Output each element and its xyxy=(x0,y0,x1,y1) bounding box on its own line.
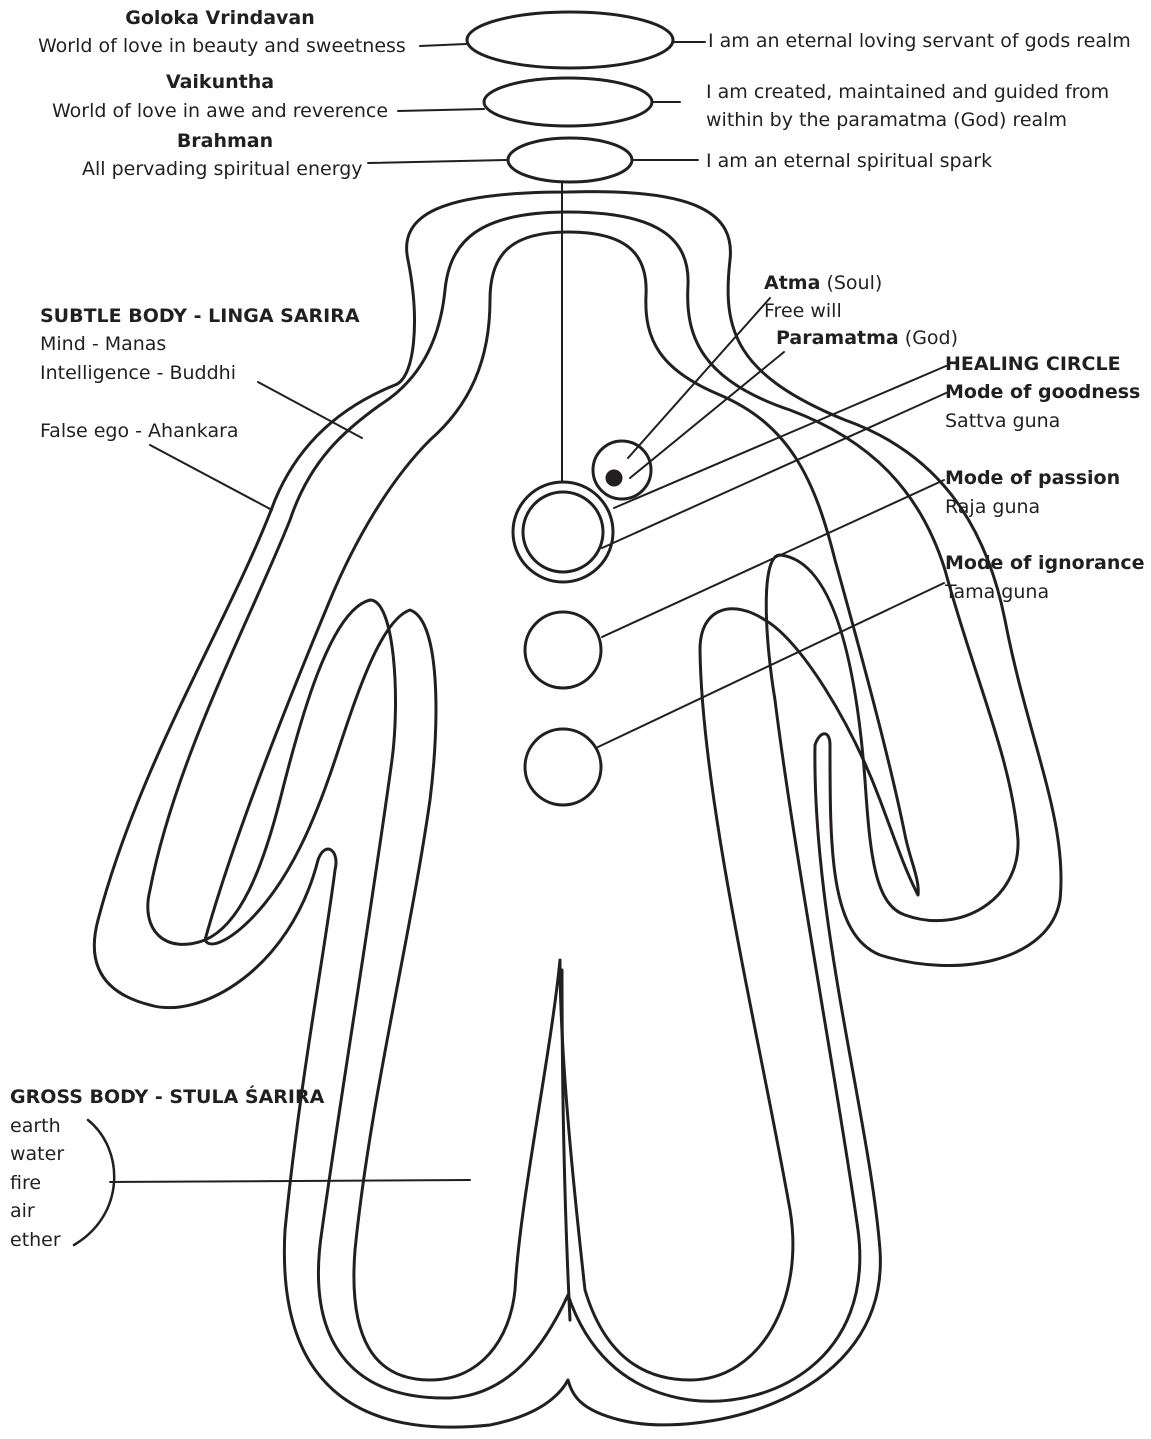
gross-element-water: water xyxy=(10,1142,64,1166)
ignorance-subtitle: Tama guna xyxy=(945,580,1049,604)
gross-body-leader xyxy=(110,1180,470,1182)
goodness-subtitle: Sattva guna xyxy=(945,409,1060,433)
ignorance-title: Mode of ignorance xyxy=(945,551,1145,575)
atma-label-rest: (Soul) xyxy=(820,272,882,294)
gross-body-title: GROSS BODY - STULA ŚARIRA xyxy=(10,1085,324,1109)
paramatma-leader xyxy=(630,352,784,478)
vaikuntha-ellipse xyxy=(484,78,652,126)
goloka-statement: I am an eternal loving servant of gods r… xyxy=(708,29,1131,53)
gross-element-air: air xyxy=(10,1199,35,1223)
healing-circle-label: HEALING CIRCLE xyxy=(945,352,1121,376)
passion-title: Mode of passion xyxy=(945,466,1120,490)
goodness-circle xyxy=(523,492,603,572)
goloka-title: Goloka Vrindavan xyxy=(90,6,350,30)
goodness-title: Mode of goodness xyxy=(945,380,1140,404)
passion-leader xyxy=(602,480,944,637)
brahman-subtitle: All pervading spiritual energy xyxy=(82,157,363,181)
free-will-label: Free will xyxy=(764,299,842,323)
brahman-statement: I am an eternal spiritual spark xyxy=(706,149,992,173)
subtle-body-title: SUBTLE BODY - LINGA SARIRA xyxy=(40,304,360,328)
atma-circle xyxy=(593,441,651,499)
atma-leader xyxy=(628,298,770,458)
atma-label: Atma (Soul) xyxy=(764,271,882,295)
vaikuntha-statement-line2: within by the paramatma (God) realm xyxy=(706,108,1067,132)
vaikuntha-left-leader xyxy=(398,109,484,111)
goloka-subtitle: World of love in beauty and sweetness xyxy=(38,34,406,58)
ignorance-leader xyxy=(598,583,944,747)
subtle-body-item-mind: Mind - Manas xyxy=(40,332,166,356)
goloka-left-leader xyxy=(420,44,466,46)
gross-element-earth: earth xyxy=(10,1114,61,1138)
goloka-ellipse xyxy=(467,12,673,68)
vaikuntha-statement-line1: I am created, maintained and guided from xyxy=(706,80,1109,104)
atma-dot xyxy=(607,471,621,485)
subtle-body-item-false-ego: False ego - Ahankara xyxy=(40,419,239,443)
passion-circle xyxy=(525,612,601,688)
paramatma-label-rest: (God) xyxy=(899,327,958,349)
passion-subtitle: Raja guna xyxy=(945,495,1040,519)
false-ego-leader xyxy=(150,445,272,510)
gross-element-fire: fire xyxy=(10,1171,41,1195)
brahman-ellipse xyxy=(508,138,632,182)
brahman-left-leader xyxy=(368,160,506,163)
ignorance-circle xyxy=(525,729,601,805)
goodness-leader xyxy=(602,393,946,548)
vaikuntha-title: Vaikuntha xyxy=(120,70,320,94)
outer-body-outline xyxy=(94,192,1061,1428)
vaikuntha-subtitle: World of love in awe and reverence xyxy=(52,99,388,123)
brahman-title: Brahman xyxy=(125,129,325,153)
healing-circle-outer xyxy=(513,482,613,582)
paramatma-label: Paramatma (God) xyxy=(776,326,958,350)
paramatma-label-bold: Paramatma xyxy=(776,327,899,349)
atma-label-bold: Atma xyxy=(764,272,820,294)
subtle-body-item-intelligence: Intelligence - Buddhi xyxy=(40,361,236,385)
gross-body-bracket xyxy=(74,1120,114,1245)
gross-element-ether: ether xyxy=(10,1228,61,1252)
